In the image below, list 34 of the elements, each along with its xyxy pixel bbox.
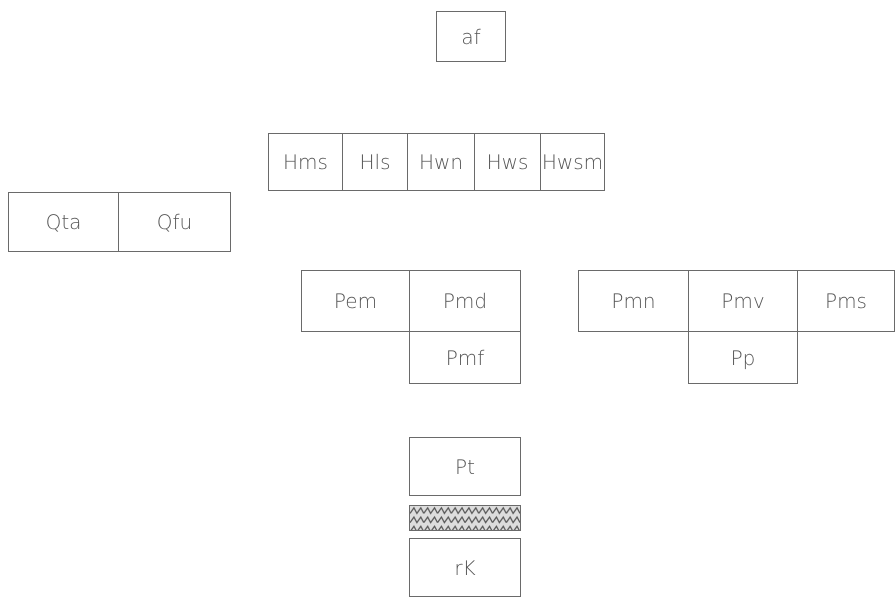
map-unit-box [797, 270, 895, 332]
map-unit-box [268, 133, 343, 191]
unit-label: Pmn [611, 289, 656, 313]
map-unit-box [409, 331, 521, 384]
unit-label: Pmv [721, 289, 765, 313]
unit-label: rK [454, 556, 476, 580]
map-unit-box [688, 331, 798, 384]
unit-label: Pp [730, 346, 756, 370]
unit-label: Hws [486, 150, 528, 174]
hatched-bar [409, 505, 521, 531]
map-unit-box [474, 133, 541, 191]
unit-label: Hwn [418, 150, 464, 174]
map-unit-box [342, 133, 408, 191]
map-unit-box [540, 133, 605, 191]
unit-label: Qta [46, 210, 82, 234]
unit-label: Qfu [156, 210, 192, 234]
unit-label: Pms [825, 289, 867, 313]
map-unit-box [8, 192, 119, 252]
unit-label: Hms [283, 150, 328, 174]
unit-label: Hls [359, 150, 390, 174]
map-unit-box [436, 11, 506, 62]
map-unit-box [578, 270, 689, 332]
unit-label: Hwsm [542, 150, 604, 174]
map-unit-box [409, 270, 521, 332]
unit-label: Pt [455, 454, 475, 478]
unit-label: Pem [334, 289, 378, 313]
map-unit-box [118, 192, 231, 252]
unit-label: Pmd [442, 289, 488, 313]
unit-label: Pmf [446, 346, 484, 370]
map-unit-box [409, 538, 521, 597]
map-unit-box [301, 270, 410, 332]
map-unit-box [409, 437, 521, 496]
map-unit-box [407, 133, 475, 191]
unit-label: af [461, 24, 481, 48]
